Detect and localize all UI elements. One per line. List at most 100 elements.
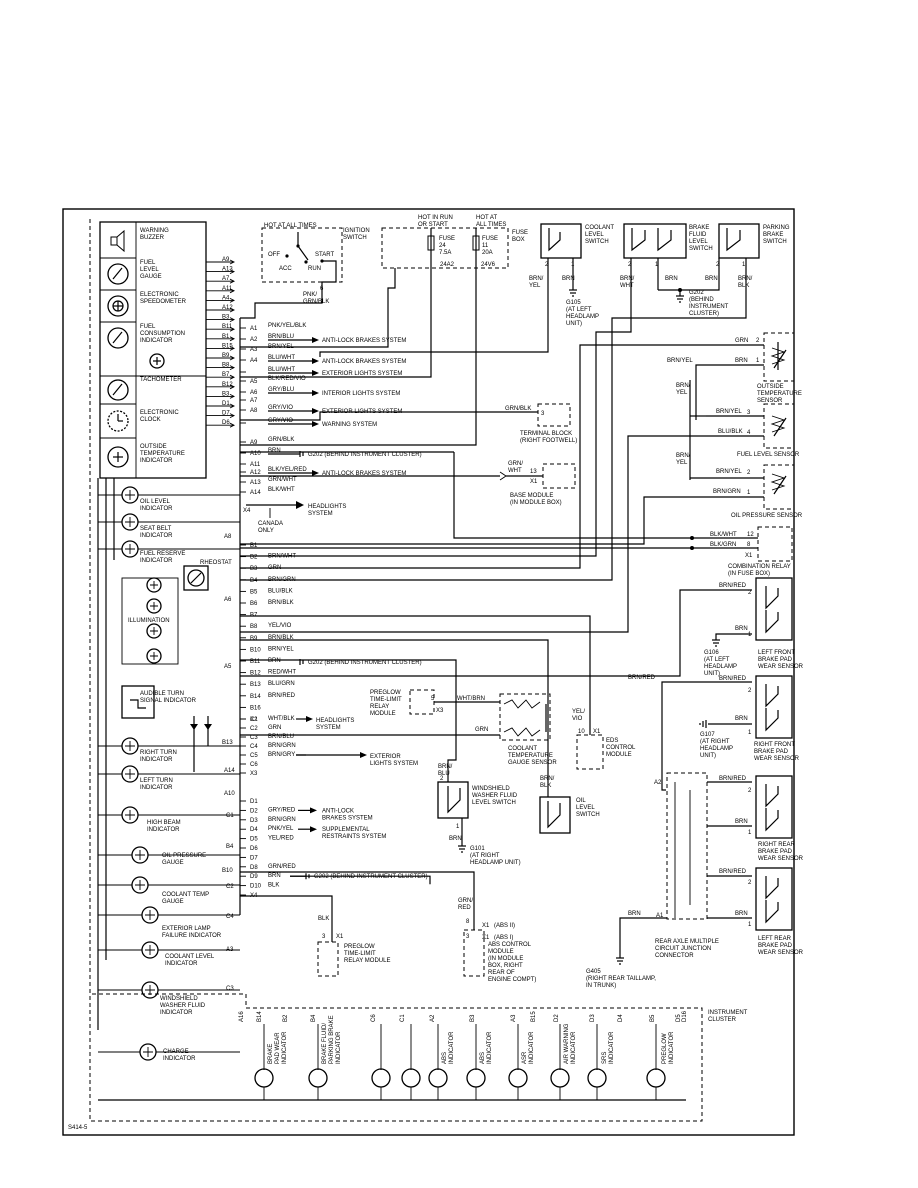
fuel-level-wire1: BRN/YEL [716, 409, 742, 415]
indicator-bulb-icon [149, 353, 165, 369]
side-pin-c2: C2 [226, 884, 234, 890]
lr-pad-wire2: BRN [735, 911, 748, 917]
conn-a-pin: B7 [222, 372, 230, 378]
harness-b-pin: X2 [250, 717, 258, 723]
rheostat-icon [187, 569, 205, 587]
conn-a-pin: A13 [222, 267, 233, 273]
harness-a-pin: A14 [250, 490, 261, 496]
arrow-icon [360, 752, 367, 758]
brake-pad-wear-indicator-label: BRAKEPAD WEARINDICATOR [268, 1031, 288, 1064]
harness-a-pin: A1 [250, 326, 258, 332]
conn-a-arrow [229, 288, 236, 294]
harness-b-pin: B3 [250, 566, 258, 572]
harness-a-wire: GRY/VIO [268, 405, 293, 411]
harness-c-pin: C3 [250, 735, 258, 741]
washer-switch-pin2: 2 [440, 776, 444, 782]
speaker-icon [110, 229, 125, 253]
harness-d-pin: D1 [250, 799, 258, 805]
conn-a-pin: A4 [222, 295, 230, 301]
terminal-block [537, 403, 571, 427]
combination-relay-pin8: 8 [747, 542, 751, 548]
brake-fluid-pin2: 2 [628, 262, 632, 268]
harness-d-pin: D8 [250, 865, 258, 871]
harness-c-pin: C6 [250, 762, 258, 768]
temperature-gauge-icon [107, 446, 129, 468]
bulb-filament-icon [125, 810, 135, 820]
conn-a-arrow [229, 307, 236, 313]
harness-a-wire: BRN [268, 448, 281, 454]
harness-d-dest: G202 (BEHIND INSTRUMENT CLUSTER) [314, 874, 428, 880]
preglow-indicator-label: PREGLOWINDICATOR [662, 1031, 675, 1064]
harness-a-dest: INTERIOR LIGHTS SYSTEM [322, 391, 400, 397]
coolant-level-wire1: BRN/YEL [529, 276, 544, 289]
ground-icon [616, 957, 624, 965]
harness-d-wire: BRN/GRN [268, 817, 296, 823]
oil-pressure-wire2: BRN/GRN [713, 489, 741, 495]
outside-temp-pin1: 1 [756, 358, 760, 364]
conn-a-arrow [229, 384, 236, 390]
conn-a-arrow [229, 403, 236, 409]
brake-fluid-parking-brake-indicator-label: BRAKE FLUID/PARKING BRAKEINDICATOR [322, 1015, 342, 1064]
harness-a-pin: A8 [250, 408, 258, 414]
harness-d-wire: GRN/RED [268, 864, 296, 870]
harness-a-dest: WARNING SYSTEM [322, 422, 377, 428]
harness-a-pin: A12 [250, 470, 261, 476]
base-module-pin: 13 [530, 469, 537, 475]
harness-a-wire: PNK/YEL/BLK [268, 323, 306, 329]
bulb-filament-icon [145, 910, 155, 920]
side-pin-a10: A10 [224, 791, 235, 797]
base-module-label: BASE MODULE(IN MODULE BOX) [510, 493, 562, 506]
harness-b-pin: B2 [250, 555, 258, 561]
diagram-frame [62, 208, 795, 1136]
harness-d-wire: GRY/RED [268, 807, 296, 813]
harness-a-wire: GRY/VIO [268, 418, 293, 424]
ignition-pos-off: OFF [268, 252, 280, 258]
conn-a-arrow [229, 326, 236, 332]
consumption-gauge-icon [107, 327, 129, 349]
switch-contact [765, 708, 779, 732]
bottom-pin-label: B5 [650, 1014, 656, 1022]
coolant-level-pin2: 2 [545, 262, 549, 268]
conn-a-arrow [229, 317, 236, 323]
conn-a-arrow [229, 278, 236, 284]
harness-d-pin: D6 [250, 846, 258, 852]
eds-wire: YEL/VIO [572, 709, 585, 722]
harness-a-dest: EXTERIOR LIGHTS SYSTEM [322, 371, 402, 377]
harness-b-pin: B1 [250, 543, 258, 549]
parking-brake-switch [718, 223, 760, 259]
harness-b-wire: YEL/VIO [268, 623, 292, 629]
side-pin-a14: A14 [224, 768, 235, 774]
cluster-components-box [99, 221, 207, 479]
asr-indicator-label: ASRINDICATOR [522, 1031, 535, 1064]
conn-a-arrow [229, 374, 236, 380]
arrow-icon [312, 358, 319, 364]
harness-d-wire: PNK/YEL [268, 826, 294, 832]
bulb-filament-icon [145, 945, 155, 955]
tachometer-label: TACHOMETER [140, 377, 182, 383]
arrow-icon [310, 807, 317, 814]
pad-pin: 2 [748, 788, 752, 794]
harness-a-wire: GRY/BLU [268, 387, 294, 393]
rr-pad-wire2: BRN [735, 819, 748, 825]
harness-d-pin: D7 [250, 855, 258, 861]
cluster-label: INSTRUMENT CLUSTER [708, 1010, 749, 1023]
washer-switch-pin1: 1 [456, 824, 460, 830]
rear-axle-pin-a1: A1 [656, 913, 664, 919]
side-pin-a5: A5 [224, 664, 232, 670]
